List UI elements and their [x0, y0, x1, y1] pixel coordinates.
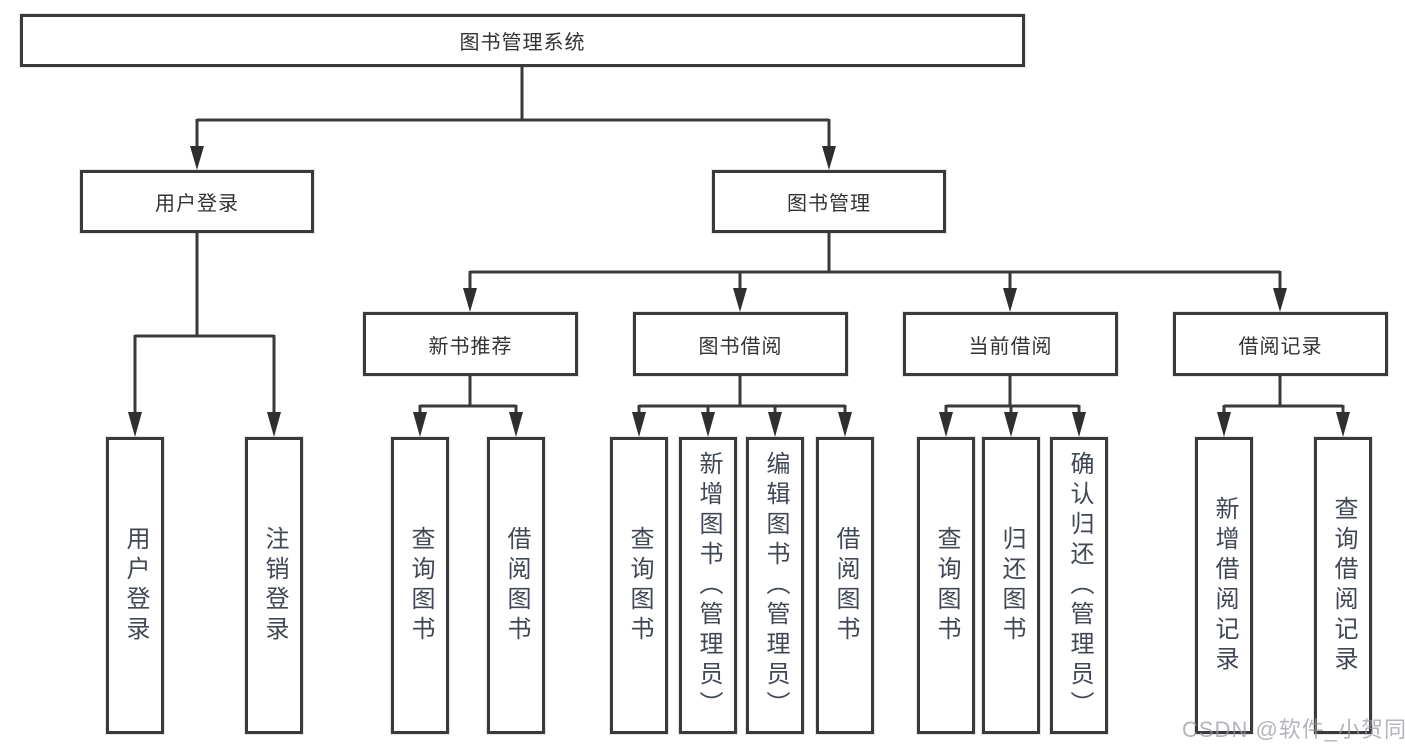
node-label: 当前借阅 [968, 335, 1053, 358]
node-book-borrowing: 图书借阅 [633, 312, 848, 376]
leaf-query-books-recommend: 查询图书 [391, 437, 449, 734]
leaf-label: 确认归还（管理员） [1066, 450, 1093, 721]
leaf-label: 借阅图书 [503, 525, 530, 646]
leaf-query-borrow-record: 查询借阅记录 [1314, 437, 1372, 734]
leaf-label: 新增借阅记录 [1211, 495, 1238, 676]
leaf-label: 借阅图书 [832, 525, 859, 646]
leaf-borrow-books-recommend: 借阅图书 [487, 437, 545, 734]
leaf-label: 编辑图书（管理员） [762, 450, 789, 721]
node-new-book-recommendation: 新书推荐 [363, 312, 578, 376]
node-label: 图书管理 [787, 193, 871, 215]
node-label: 新书推荐 [428, 335, 513, 358]
csdn-watermark: CSDN @软件_小贺同学 [1182, 717, 1405, 742]
leaf-logout: 注销登录 [245, 437, 303, 734]
node-label: 用户登录 [155, 193, 239, 215]
leaf-query-books-borrow: 查询图书 [610, 437, 668, 734]
leaf-edit-book-admin: 编辑图书（管理员） [746, 437, 804, 734]
leaf-add-borrow-record: 新增借阅记录 [1195, 437, 1253, 734]
node-label: 图书借阅 [698, 335, 783, 358]
leaf-borrow-books: 借阅图书 [816, 437, 874, 734]
node-book-management: 图书管理 [712, 170, 946, 233]
node-label: 图书管理系统 [459, 32, 586, 54]
leaf-label: 查询图书 [626, 525, 653, 646]
node-current-borrowing: 当前借阅 [903, 312, 1118, 376]
leaf-label: 查询借阅记录 [1330, 495, 1357, 676]
leaf-user-login: 用户登录 [106, 437, 164, 734]
leaf-label: 用户登录 [122, 525, 149, 646]
leaf-return-books: 归还图书 [982, 437, 1040, 734]
leaf-label: 归还图书 [998, 525, 1025, 646]
leaf-query-books-current: 查询图书 [917, 437, 975, 734]
node-borrowing-records: 借阅记录 [1173, 312, 1388, 376]
leaf-label: 注销登录 [261, 525, 288, 646]
leaf-add-book-admin: 新增图书（管理员） [679, 437, 737, 734]
leaf-label: 新增图书（管理员） [695, 450, 722, 721]
leaf-label: 查询图书 [407, 525, 434, 646]
leaf-confirm-return-admin: 确认归还（管理员） [1050, 437, 1108, 734]
node-label: 借阅记录 [1238, 335, 1323, 358]
leaf-label: 查询图书 [933, 525, 960, 646]
node-library-management-system: 图书管理系统 [20, 14, 1025, 67]
node-user-login: 用户登录 [80, 170, 314, 233]
